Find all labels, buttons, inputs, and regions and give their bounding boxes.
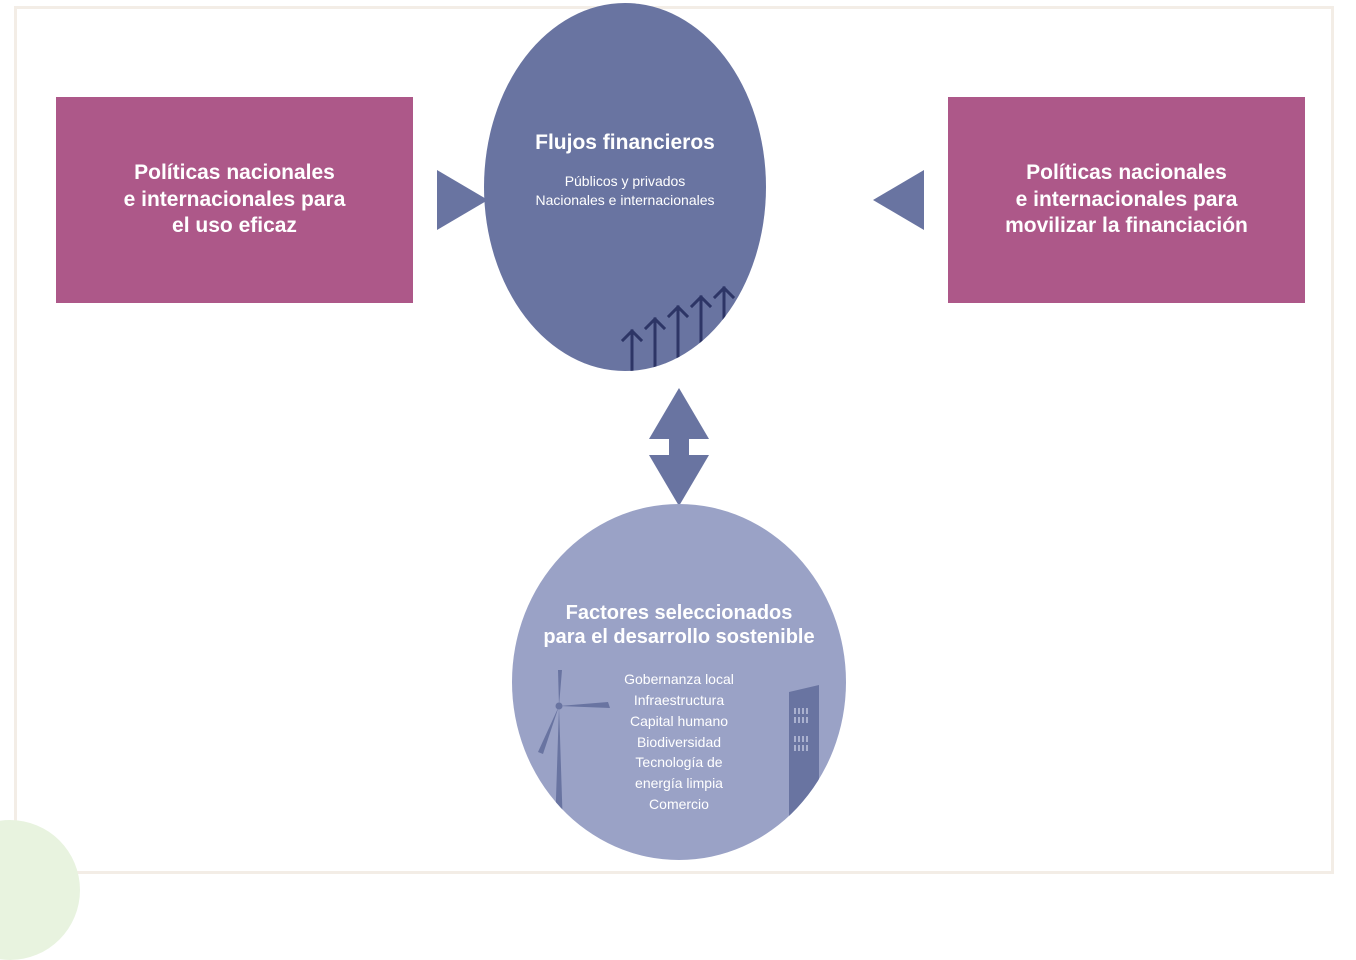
building-icon — [789, 685, 819, 860]
policy-box-mobilize-financing: Políticas nacionales e internacionales p… — [948, 97, 1305, 303]
arrow-right-icon — [437, 170, 488, 230]
arrow-left-icon — [873, 170, 924, 230]
factor-item: Capital humano — [629, 712, 729, 729]
financial-flows-subtitle: Públicos y privados — [564, 173, 686, 189]
development-factors-title: Factores seleccionados — [565, 602, 793, 624]
factor-item: Biodiversidad — [636, 733, 722, 750]
policy-box-line: movilizar la financiación — [1005, 214, 1248, 238]
policy-box-line: Políticas nacionales — [134, 161, 335, 185]
policy-box-effective-use: Políticas nacionales e internacionales p… — [56, 97, 413, 303]
development-factors-title: para el desarrollo sostenible — [543, 626, 815, 649]
policy-box-line: e internacionales para — [123, 187, 346, 211]
factor-item: Tecnología de — [635, 754, 723, 771]
rising-arrows-icon — [620, 285, 736, 371]
financial-flows-title: Flujos financieros — [535, 131, 715, 154]
financial-flows-circle: Flujos financieros Públicos y privados N… — [484, 3, 766, 371]
policy-box-line: e internacionales para — [1015, 187, 1238, 211]
policy-box-line: Políticas nacionales — [1026, 161, 1227, 185]
factor-item: Gobernanza local — [624, 671, 734, 687]
double-arrow-vertical-icon — [649, 388, 709, 506]
development-factors-circle: Factores seleccionados para el desarroll… — [512, 504, 846, 860]
policy-box-line: el uso eficaz — [172, 214, 297, 238]
factor-item: energía limpia — [635, 775, 723, 792]
financial-flows-subtitle: Nacionales e internacionales — [535, 192, 715, 209]
factor-item: Infraestructura — [633, 691, 725, 708]
factor-item: Comercio — [649, 796, 709, 813]
wind-turbine-icon — [538, 670, 610, 860]
